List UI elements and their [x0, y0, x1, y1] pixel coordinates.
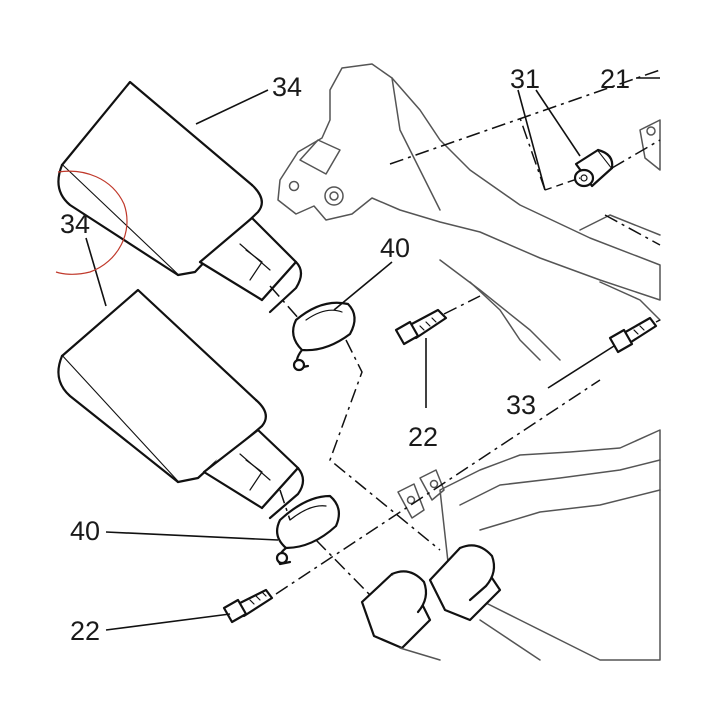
callout-40-bottom: 40	[70, 516, 101, 546]
bolt-22-bottom	[222, 588, 274, 624]
silencer-top	[57, 80, 303, 314]
callout-40-top: 40	[380, 233, 411, 263]
spacer-31	[573, 148, 614, 188]
bolt-22-middle	[394, 308, 448, 346]
callout-34-left: 34	[60, 209, 91, 239]
leader-lines	[85, 77, 660, 631]
highlight-circle	[55, 170, 128, 275]
callout-22-middle: 22	[408, 422, 439, 452]
clamp-top	[291, 301, 356, 372]
callout-21: 21	[600, 64, 631, 94]
callout-34-top: 34	[272, 72, 303, 102]
exhaust-collector	[360, 429, 661, 661]
callout-33: 33	[506, 390, 537, 420]
bolt-33	[608, 316, 658, 354]
callout-22-bottom: 22	[70, 616, 101, 646]
frame-bracket	[277, 63, 661, 361]
clamp-bottom	[275, 494, 341, 566]
callout-31: 31	[510, 64, 541, 94]
silencer-bottom	[57, 288, 305, 520]
